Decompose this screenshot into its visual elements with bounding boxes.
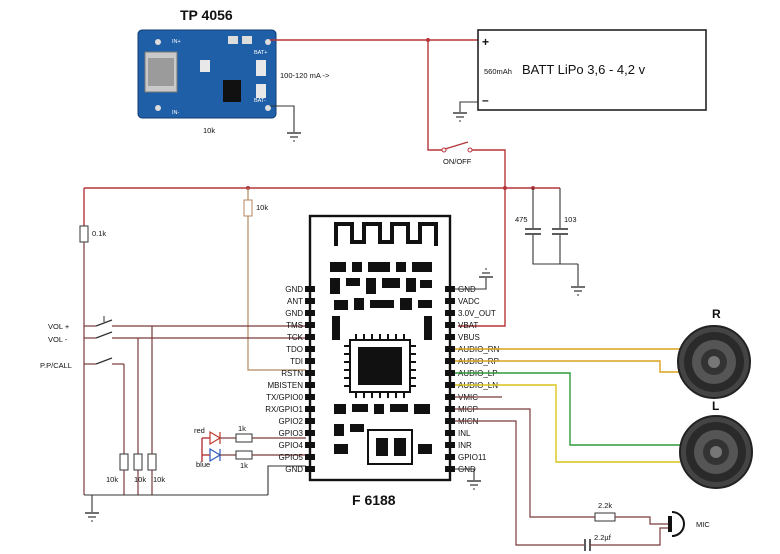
- pin-right-3v0-out: 3.0V_OUT: [458, 309, 496, 318]
- ground-symbol-buttons: [85, 512, 99, 522]
- speaker-left-icon: [679, 415, 753, 489]
- led-blue: [209, 447, 222, 463]
- pin-left-gpio3: GPIO3: [279, 429, 304, 438]
- on-off-switch: [441, 141, 473, 153]
- pin-right-vadc: VADC: [458, 297, 480, 306]
- ground-symbol-module-top: [479, 268, 493, 278]
- tp4056-pin-in-minus: IN-: [172, 110, 180, 116]
- button-vol-plus: [95, 316, 113, 327]
- resistor-10k-rstn: [243, 199, 253, 217]
- charger-title: TP 4056: [180, 7, 233, 23]
- tp4056-pin-bat-plus: BAT+: [254, 50, 268, 56]
- resistor-led-1: [235, 433, 253, 443]
- battery-minus: –: [482, 93, 489, 107]
- battery-label: BATT LiPo 3,6 - 4,2 v: [522, 62, 646, 77]
- button-pp-call: [95, 357, 113, 365]
- resistor-led-1-label: 1k: [238, 424, 246, 433]
- pin-left-gpio4: GPIO4: [279, 441, 304, 450]
- pin-left-ant: ANT: [287, 297, 303, 306]
- tp4056-pin-bat-minus: BAT-: [254, 98, 266, 104]
- resistor-btn-3: [147, 453, 157, 471]
- pin-right-inr: INR: [458, 441, 472, 450]
- pin-right-gpio11: GPIO11: [458, 453, 487, 462]
- cap-mic-label: 2.2µf: [594, 533, 612, 542]
- cap-475-label: 475: [515, 215, 528, 224]
- bt-module: [305, 214, 455, 482]
- cap-103-label: 103: [564, 215, 577, 224]
- battery-plus: +: [482, 35, 489, 49]
- resistor-led-2-label: 1k: [240, 461, 248, 470]
- led-red: [209, 430, 222, 446]
- pin-left-gnd-3: GND: [285, 465, 303, 474]
- resistor-mic-label: 2.2k: [598, 501, 612, 510]
- pin-left-gnd-2: GND: [285, 309, 303, 318]
- pin-left-tdi: TDI: [290, 357, 303, 366]
- tp4056-pin-in-plus: IN+: [172, 39, 181, 45]
- module-name: F 6188: [352, 492, 396, 508]
- pin-right-vbat: VBAT: [458, 321, 478, 330]
- pin-left-gpio2: GPIO2: [279, 417, 304, 426]
- resistor-btn-1-label: 10k: [106, 475, 118, 484]
- pin-left-rstn: RSTN: [281, 369, 303, 378]
- ground-symbol-battery: [453, 112, 467, 122]
- resistor-btn-2-label: 10k: [134, 475, 146, 484]
- switch-label: ON/OFF: [443, 157, 472, 166]
- speaker-right-label: R: [712, 307, 721, 321]
- mic-label: MIC: [696, 520, 710, 529]
- resistor-10k-rstn-label: 10k: [256, 203, 268, 212]
- resistor-led-2: [235, 450, 253, 460]
- resistor-mic-2-2k: [594, 512, 616, 522]
- pin-left-tx-gpio0: TX/GPIO0: [266, 393, 303, 402]
- vol-plus-label: VOL +: [48, 322, 70, 331]
- battery-capacity: 560mAh: [484, 67, 512, 76]
- led-blue-label: blue: [196, 460, 210, 469]
- led-red-label: red: [194, 426, 205, 435]
- ground-symbol-module-bottom: [467, 480, 481, 490]
- pin-left-tms: TMS: [286, 321, 303, 330]
- tp4056-board: IN+ IN- BAT+ BAT-: [137, 29, 277, 119]
- battery-box: [477, 29, 707, 111]
- pin-left-rx-gpio1: RX/GPIO1: [265, 405, 303, 414]
- pin-left-tdo: TDO: [286, 345, 303, 354]
- speaker-right-icon: [677, 325, 751, 399]
- resistor-btn-2: [133, 453, 143, 471]
- pin-right-vbus: VBUS: [458, 333, 480, 342]
- charger-resistor-label: 10k: [203, 126, 215, 135]
- resistor-0-1k-label: 0.1k: [92, 229, 106, 238]
- mic-icon: [668, 511, 685, 537]
- resistor-btn-1: [119, 453, 129, 471]
- button-vol-minus: [95, 331, 113, 339]
- resistor-btn-3-label: 10k: [153, 475, 165, 484]
- resistor-0-1k: [79, 225, 89, 243]
- pp-call-label: P.P/CALL: [40, 361, 72, 370]
- ground-symbol-caps: [571, 286, 585, 296]
- ground-symbol-charger: [287, 132, 301, 142]
- pin-left-tck: TCK: [287, 333, 304, 342]
- pin-left-gpio5: GPIO5: [279, 453, 304, 462]
- vol-minus-label: VOL -: [48, 335, 68, 344]
- speaker-left-label: L: [712, 399, 719, 413]
- pin-left-mbisten: MBISTEN: [267, 381, 303, 390]
- pin-left-gnd-1: GND: [285, 285, 303, 294]
- charger-current-note: 100-120 mA ->: [280, 71, 330, 80]
- pin-right-inl: INL: [458, 429, 471, 438]
